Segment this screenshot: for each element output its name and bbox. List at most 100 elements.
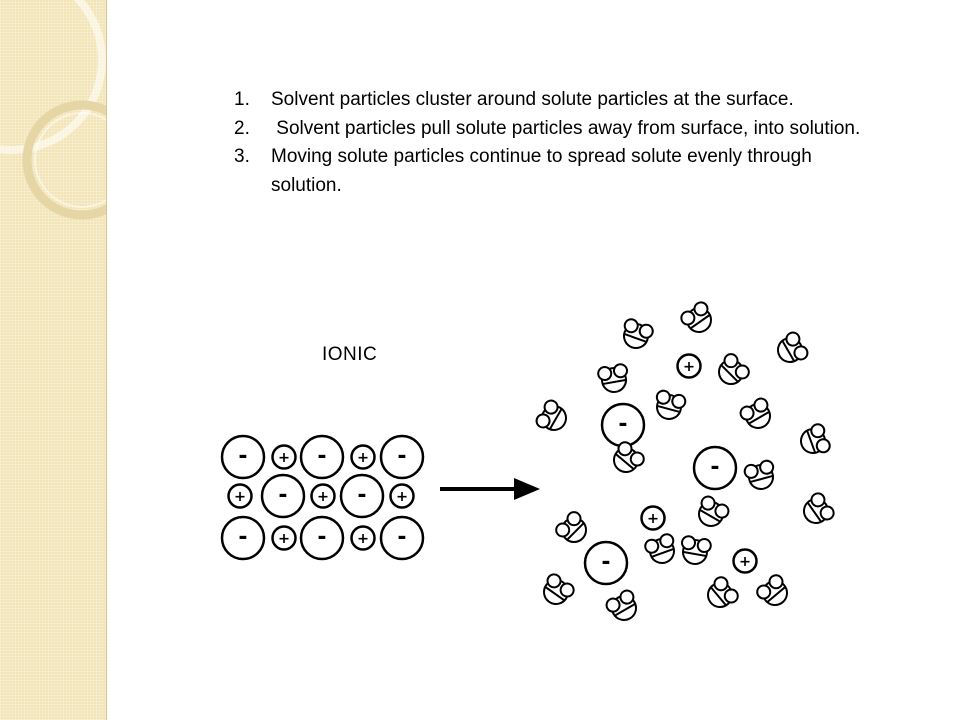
- cation-symbol: +: [647, 511, 659, 527]
- water-molecule-part: [696, 538, 712, 554]
- step-item: 2. Solvent particles pull solute particl…: [232, 115, 872, 144]
- water-molecule-part: [638, 323, 654, 339]
- water-molecule-part: [714, 503, 730, 519]
- step-item: 3. Moving solute particles continue to s…: [232, 143, 872, 200]
- water-molecule: [681, 535, 712, 565]
- water-molecule: [680, 301, 712, 333]
- water-molecule-part: [785, 331, 801, 347]
- water-molecule-part: [548, 408, 563, 430]
- water-molecule: [698, 495, 730, 527]
- water-molecule: [655, 389, 687, 420]
- anion-circle: [583, 540, 629, 586]
- step-item: 1. Solvent particles cluster around solu…: [232, 86, 872, 115]
- cation-symbol: +: [278, 531, 290, 547]
- step-number: 1.: [234, 89, 250, 110]
- water-molecule-part: [671, 393, 687, 409]
- cation-symbol: +: [357, 450, 369, 466]
- cation-circle: [389, 483, 415, 509]
- water-molecule-part: [713, 576, 729, 592]
- water-molecule-part: [700, 495, 716, 511]
- water-molecule-part: [756, 584, 772, 600]
- water-molecule-part: [656, 404, 681, 414]
- cation-circle: [640, 505, 666, 531]
- water-molecule-part: [617, 441, 633, 457]
- arrow-head: [514, 478, 540, 500]
- anion-symbol: -: [710, 455, 719, 480]
- cation-circle: [676, 353, 702, 379]
- water-molecule: [644, 533, 675, 564]
- water-molecule-part: [651, 547, 675, 558]
- water-molecule-part: [659, 533, 675, 549]
- water-molecule: [613, 441, 645, 473]
- water-molecule: [543, 573, 575, 605]
- water-molecule-part: [566, 522, 585, 541]
- water-molecule: [803, 492, 835, 524]
- water-molecule-part: [693, 301, 709, 317]
- cation-circle: [310, 483, 336, 509]
- water-molecule-part: [815, 438, 831, 454]
- anion-circle: [220, 515, 266, 561]
- water-molecule-part: [623, 318, 639, 334]
- anion-symbol: -: [357, 483, 366, 508]
- water-molecule-part: [605, 597, 621, 613]
- step-text: Solvent particles cluster around solute …: [271, 89, 794, 110]
- water-molecule-part: [614, 453, 635, 471]
- water-molecule-part: [602, 378, 627, 386]
- water-molecule-part: [612, 363, 628, 379]
- decorative-rings-graphic: [0, 0, 106, 220]
- water-molecule-part: [781, 340, 796, 362]
- cation-symbol: +: [234, 489, 246, 505]
- step-text: Solvent particles pull solute particles …: [271, 117, 861, 139]
- cation-circle: [271, 525, 297, 551]
- water-molecule-part: [566, 511, 582, 527]
- cation-circle: [732, 548, 758, 574]
- water-molecule-part: [793, 345, 809, 361]
- cation-circle: [350, 525, 376, 551]
- diagram-label: IONIC: [322, 344, 378, 365]
- water-molecule-part: [597, 366, 613, 382]
- anion-symbol: -: [317, 444, 326, 469]
- water-molecule-part: [759, 459, 775, 475]
- water-molecule-part: [655, 389, 671, 405]
- anion-symbol: -: [278, 483, 287, 508]
- water-molecule-part: [680, 310, 696, 326]
- cation-circle: [227, 483, 253, 509]
- cation-circle: [271, 444, 297, 470]
- water-molecule-part: [819, 505, 835, 521]
- water-molecule: [743, 459, 775, 490]
- water-molecule-part: [810, 492, 826, 508]
- water-molecule-part: [810, 423, 826, 439]
- water-molecule: [535, 399, 567, 431]
- water-molecule-part: [768, 574, 784, 590]
- water-molecule-part: [614, 602, 636, 617]
- water-molecule: [777, 331, 809, 363]
- anion-circle: [379, 434, 425, 480]
- anion-symbol: -: [317, 525, 326, 550]
- water-molecule: [756, 574, 788, 606]
- water-molecule-part: [718, 359, 744, 385]
- water-molecule-part: [723, 588, 739, 604]
- water-molecule-part: [806, 430, 817, 454]
- water-molecule-part: [544, 585, 566, 602]
- anion-symbol: -: [397, 525, 406, 550]
- water-molecule-part: [753, 397, 769, 413]
- cation-symbol: +: [683, 359, 695, 375]
- anion-symbol: -: [238, 444, 247, 469]
- water-molecule-part: [555, 522, 571, 538]
- water-molecule: [555, 511, 587, 543]
- water-molecule-part: [743, 463, 759, 479]
- water-molecule-part: [749, 474, 774, 484]
- water-molecule-part: [699, 508, 721, 523]
- water-molecule-part: [739, 405, 755, 421]
- water-molecule: [597, 363, 628, 393]
- water-molecule-part: [629, 451, 645, 467]
- step-number: 2.: [234, 117, 250, 139]
- water-molecule-part: [748, 410, 770, 425]
- cation-circle: [350, 444, 376, 470]
- anion-circle: [299, 515, 345, 561]
- anion-symbol: -: [397, 444, 406, 469]
- water-molecule-part: [546, 573, 562, 589]
- water-molecule: [623, 318, 654, 349]
- water-molecule-part: [644, 538, 660, 554]
